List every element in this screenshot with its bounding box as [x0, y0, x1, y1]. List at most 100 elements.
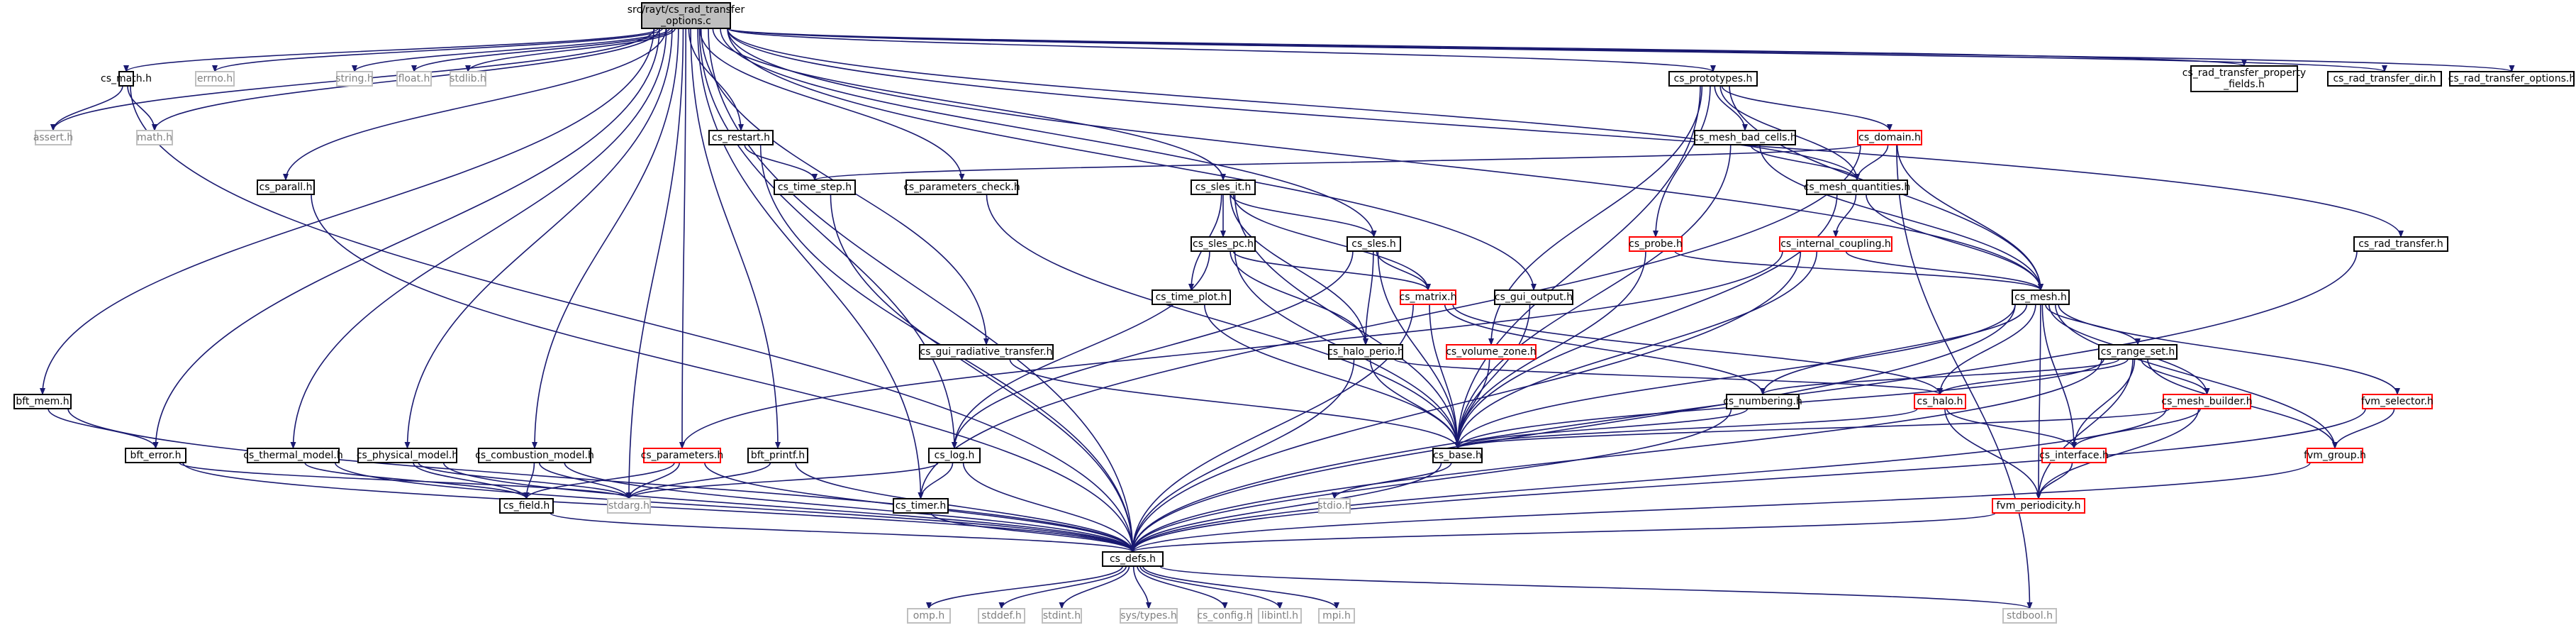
node-cs_time_step[interactable]: cs_time_step.h: [774, 179, 856, 195]
edge-root-to-cs_mesh: [727, 28, 2043, 291]
node-cs_domain[interactable]: cs_domain.h: [1857, 130, 1922, 145]
node-box: [2012, 289, 2070, 305]
node-box: [1191, 179, 1256, 195]
node-cs_mesh_quantities[interactable]: cs_mesh_quantities.h: [1804, 179, 1911, 195]
node-cs_sles_pc[interactable]: cs_sles_pc.h: [1191, 236, 1256, 252]
node-cs_halo_perio[interactable]: cs_halo_perio.h: [1327, 344, 1404, 360]
node-label: cs_time_plot.h: [1156, 292, 1227, 303]
node-errno[interactable]: errno.h: [195, 71, 235, 87]
edge-cs_combustion_model-to-stdarg: [538, 462, 632, 499]
node-stddef[interactable]: stddef.h: [978, 608, 1025, 624]
node-bft_printf[interactable]: bft_printf.h: [747, 448, 808, 463]
node-cs_range_set[interactable]: cs_range_set.h: [2098, 344, 2178, 360]
node-cs_thermal_model[interactable]: cs_thermal_model.h: [243, 448, 343, 463]
node-rtpf[interactable]: cs_rad_transfer_property_fields.h: [2182, 65, 2306, 92]
node-box: [919, 344, 1054, 360]
node-stdbool[interactable]: stdbool.h: [2002, 608, 2057, 624]
node-cs_volume_zone[interactable]: cs_volume_zone.h: [1446, 344, 1537, 360]
node-cs_interface[interactable]: cs_interface.h: [2039, 448, 2109, 463]
node-assert[interactable]: assert.h: [33, 130, 73, 145]
node-stdlib[interactable]: stdlib.h: [450, 71, 486, 87]
node-cs_config[interactable]: cs_config.h: [1197, 608, 1253, 624]
node-cs_parall[interactable]: cs_parall.h: [257, 179, 315, 195]
node-cs_math[interactable]: cs_math.h: [101, 71, 152, 87]
node-fvm_group[interactable]: fvm_group.h: [2304, 448, 2366, 463]
node-mpi[interactable]: mpi.h: [1318, 608, 1355, 624]
node-cs_mesh_builder[interactable]: cs_mesh_builder.h: [2161, 394, 2253, 409]
edge-cs_mesh_bad_cells-to-cs_mesh_quantities: [1750, 144, 1860, 181]
node-box: [2041, 448, 2107, 463]
node-cs_halo[interactable]: cs_halo.h: [1914, 394, 1966, 409]
node-cs_rad_transfer[interactable]: cs_rad_transfer.h: [2353, 236, 2448, 252]
node-stdarg[interactable]: stdarg.h: [607, 498, 651, 514]
node-libintl[interactable]: libintl.h: [1258, 608, 1302, 624]
node-label: cs_rad_transfer_property: [2182, 67, 2306, 79]
node-systypes[interactable]: sys/types.h: [1120, 608, 1178, 624]
node-bft_mem[interactable]: bft_mem.h: [13, 394, 72, 409]
node-cs_physical_model[interactable]: cs_physical_model.h: [357, 448, 458, 463]
node-cs_timer[interactable]: cs_timer.h: [893, 498, 949, 514]
node-stdio[interactable]: stdio.h: [1317, 498, 1351, 514]
edge-cs_prototypes-to-cs_probe: [1653, 85, 1711, 238]
node-label: cs_parameters_check.h: [903, 182, 1020, 193]
node-fvm_periodicity[interactable]: fvm_periodicity.h: [1992, 498, 2085, 514]
edge-cs_sles_it-to-cs_halo_perio: [1230, 194, 1368, 346]
node-box: [2098, 344, 2178, 360]
node-math[interactable]: math.h: [136, 130, 173, 145]
node-cs_numbering[interactable]: cs_numbering.h: [1723, 394, 1802, 409]
node-label: cs_config.h: [1197, 610, 1252, 621]
edge-cs_mesh_bad_cells-to-cs_mesh: [1759, 144, 2043, 291]
node-box: [1152, 289, 1231, 305]
node-box: [1346, 236, 1401, 252]
node-box: [928, 448, 981, 463]
node-label: sys/types.h: [1120, 610, 1176, 621]
edge-cs_prototypes-to-cs_mesh_bad_cells: [1714, 85, 1748, 131]
node-box: [905, 179, 1018, 195]
edge-cs_parameters-to-cs_field: [523, 462, 675, 499]
node-cs_field[interactable]: cs_field.h: [499, 498, 554, 514]
node-label: cs_time_step.h: [778, 182, 852, 193]
edge-cs_prototypes-to-cs_domain: [1721, 85, 1892, 131]
node-box: [978, 608, 1025, 624]
node-rtopt[interactable]: cs_rad_transfer_options.h: [2448, 71, 2575, 87]
edge-fvm_selector-to-fvm_group: [2332, 408, 2395, 449]
node-omp[interactable]: omp.h: [907, 608, 951, 624]
node-cs_base[interactable]: cs_base.h: [1432, 448, 1483, 463]
node-cs_defs[interactable]: cs_defs.h: [1102, 551, 1164, 567]
node-cs_gui_output[interactable]: cs_gui_output.h: [1494, 289, 1573, 305]
node-string[interactable]: string.h: [335, 71, 374, 87]
node-cs_combustion_model[interactable]: cs_combustion_model.h: [475, 448, 594, 463]
node-cs_sles_it[interactable]: cs_sles_it.h: [1191, 179, 1256, 195]
node-stdint[interactable]: stdint.h: [1042, 608, 1082, 624]
node-box: [1102, 551, 1164, 567]
edge-cs_log-to-stdarg: [626, 462, 939, 499]
node-label: fvm_periodicity.h: [1996, 500, 2080, 512]
edge-bft_mem-to-bft_error: [48, 408, 159, 449]
node-fvm_selector[interactable]: fvm_selector.h: [2361, 394, 2433, 409]
node-cs_time_plot[interactable]: cs_time_plot.h: [1152, 289, 1231, 305]
node-cs_matrix[interactable]: cs_matrix.h: [1400, 289, 1457, 305]
node-label: cs_restart.h: [712, 132, 770, 143]
node-cs_restart[interactable]: cs_restart.h: [708, 130, 774, 145]
node-cs_log[interactable]: cs_log.h: [928, 448, 981, 463]
node-cs_mesh[interactable]: cs_mesh.h: [2012, 289, 2070, 305]
node-root[interactable]: src/rayt/cs_rad_transfer_options.c: [628, 2, 745, 29]
edge-cs_time_step-to-cs_defs: [830, 194, 1136, 553]
node-cs_internal_coupling[interactable]: cs_internal_coupling.h: [1779, 236, 1892, 252]
node-cs_probe[interactable]: cs_probe.h: [1629, 236, 1683, 252]
node-box: [118, 71, 134, 87]
node-float[interactable]: float.h: [396, 71, 432, 87]
node-rtdir[interactable]: cs_rad_transfer_dir.h: [2327, 71, 2442, 87]
node-cs_mesh_bad_cells[interactable]: cs_mesh_bad_cells.h: [1693, 130, 1797, 145]
node-cs_gui_rt[interactable]: cs_gui_radiative_transfer.h: [919, 344, 1054, 360]
node-box: [607, 498, 651, 514]
node-cs_params_check[interactable]: cs_parameters_check.h: [903, 179, 1020, 195]
edge-cs_thermal_model-to-cs_defs: [334, 462, 1136, 553]
node-cs_parameters[interactable]: cs_parameters.h: [641, 448, 724, 463]
edge-cs_defs-to-stdbool: [1159, 565, 2033, 609]
node-cs_prototypes[interactable]: cs_prototypes.h: [1668, 71, 1758, 87]
node-bft_error[interactable]: bft_error.h: [125, 448, 186, 463]
edge-root-to-rtpf: [727, 28, 2247, 67]
node-cs_sles[interactable]: cs_sles.h: [1346, 236, 1401, 252]
node-box: [1992, 498, 2085, 514]
